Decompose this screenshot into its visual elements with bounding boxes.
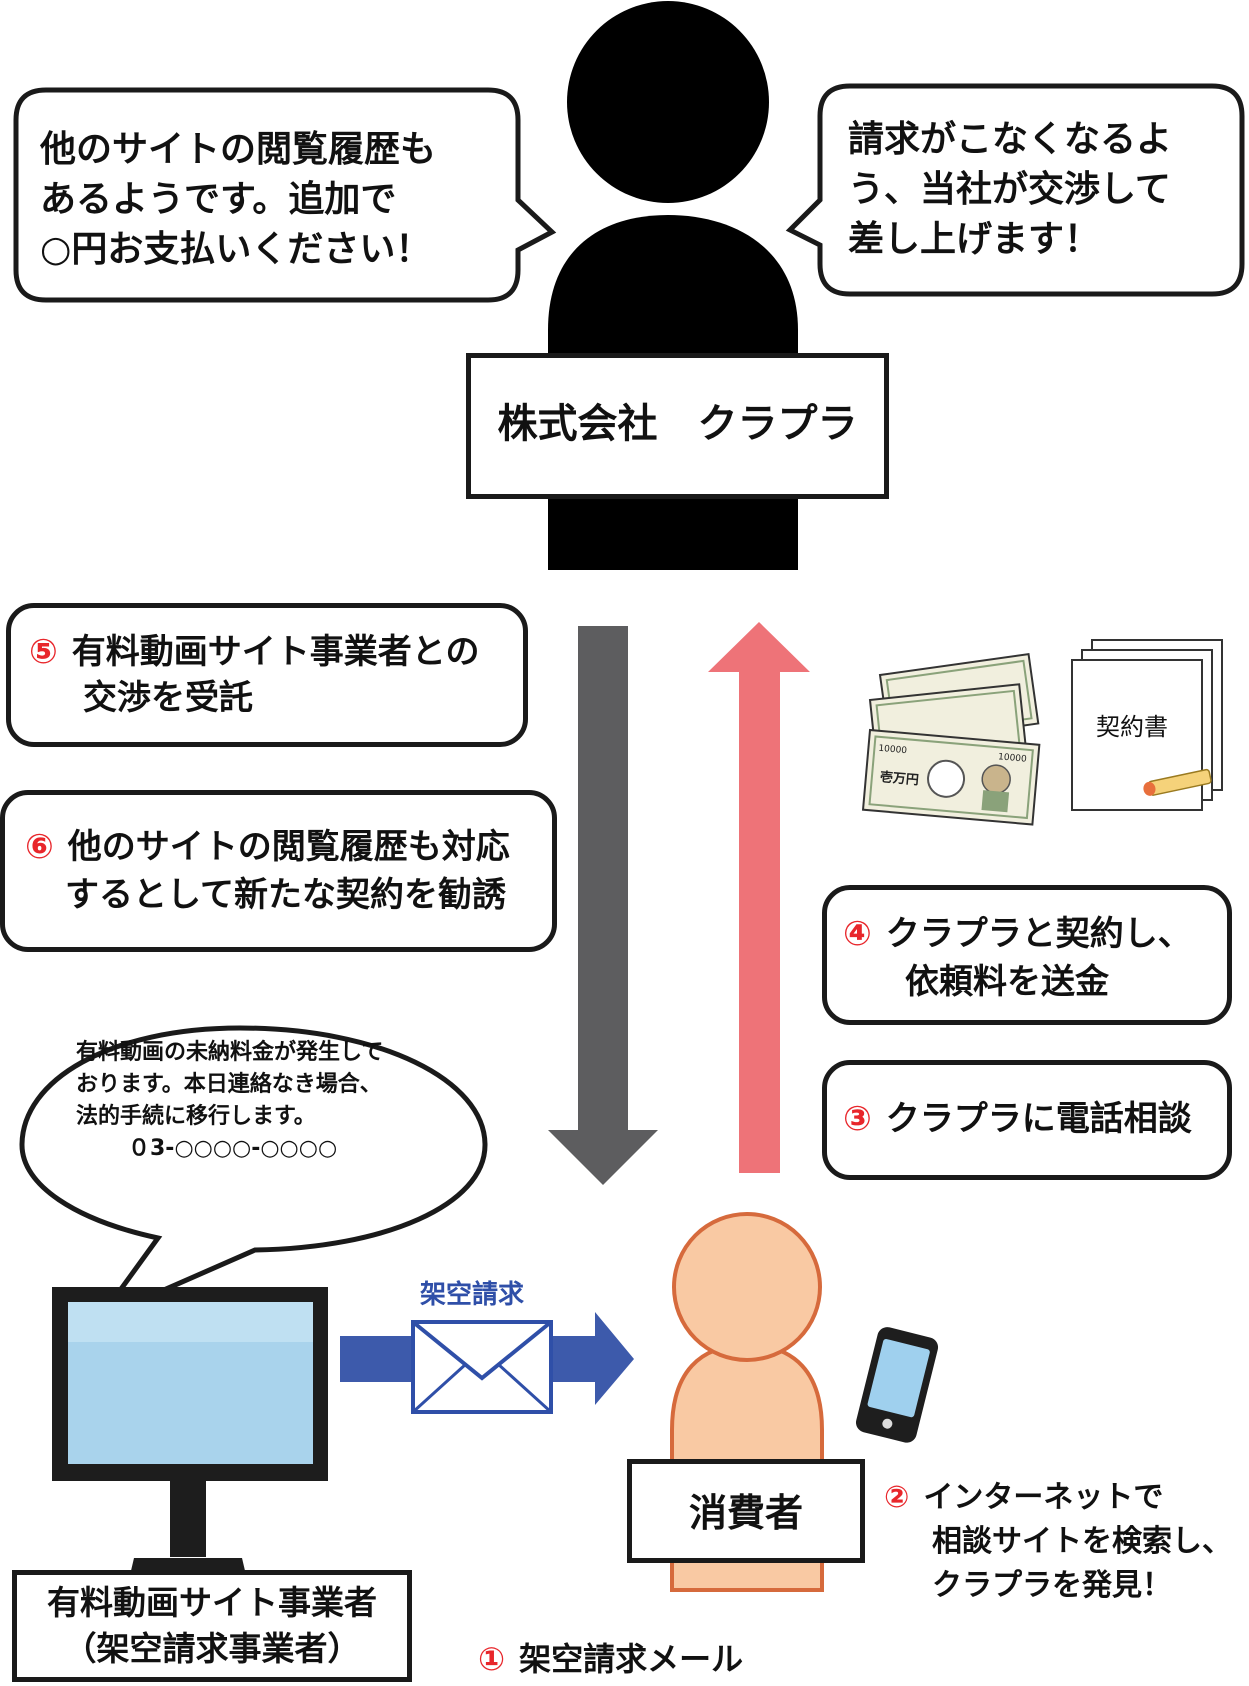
banknote-icon: 10000 10000 壱万円 (861, 652, 1041, 826)
scam-message-phone: ０3-○○○○-○○○○ (128, 1136, 338, 1161)
monitor-icon (52, 1287, 328, 1592)
up-arrow (708, 622, 810, 1173)
step-4-number: ④ (843, 914, 872, 954)
speech-right-line-1: 請求がこなくなるよ (848, 119, 1173, 160)
speech-bubble-left (13, 87, 557, 303)
company-name: 株式会社 クラプラ (497, 401, 858, 447)
step-5-number: ⑤ (29, 632, 58, 672)
step-5-line-2: 交渉を受託 (83, 678, 253, 718)
step-6-line-2: するとして新たな契約を勧誘 (65, 875, 506, 915)
step-2-line-3: クラプラを発見！ (932, 1568, 1172, 1603)
smartphone-icon (855, 1327, 939, 1443)
envelope-icon (411, 1320, 553, 1414)
svg-text:壱万円: 壱万円 (879, 769, 919, 788)
operator-label-line-1: 有料動画サイト事業者 (47, 1583, 377, 1622)
step-4-line-2: 依頼料を送金 (905, 962, 1109, 1002)
consumer-label-box: 消費者 (627, 1459, 865, 1563)
scam-message-bubble (19, 1025, 488, 1324)
speech-left-line-2: あるようです。追加で (40, 179, 397, 220)
speech-left-line-3: ○円お支払いください！ (40, 229, 432, 270)
speech-left-line-1: 他のサイトの閲覧履歴も (40, 129, 437, 170)
contract-document-icon (1071, 639, 1223, 811)
speech-bubble-right (785, 83, 1245, 297)
operator-label-box: 有料動画サイト事業者 （架空請求事業者） (12, 1570, 412, 1682)
down-arrow (548, 626, 658, 1185)
contract-label: 契約書 (1096, 713, 1168, 741)
consumer-label: 消費者 (688, 1491, 803, 1535)
step-1-number: ① (478, 1640, 506, 1678)
scam-message-line-1: 有料動画の未納料金が発生して (76, 1040, 384, 1065)
scam-message-line-2: おります。本日連絡なき場合、 (76, 1072, 382, 1097)
step-3-number: ③ (843, 1099, 872, 1139)
speech-right-line-3: 差し上げます！ (848, 219, 1101, 260)
step-6-number: ⑥ (25, 827, 54, 867)
step-2-line-2: 相談サイトを検索し、 (932, 1524, 1232, 1559)
scam-message-line-3: 法的手続に移行します。 (76, 1104, 316, 1129)
speech-right-line-2: う、当社が交渉して (848, 169, 1171, 210)
svg-text:10000: 10000 (998, 752, 1028, 764)
svg-text:10000: 10000 (878, 744, 908, 756)
mail-label: 架空請求 (420, 1280, 525, 1310)
step-2-number: ② (884, 1480, 910, 1515)
company-name-box: 株式会社 クラプラ (466, 353, 889, 499)
operator-label-line-2: （架空請求事業者） (63, 1629, 361, 1668)
